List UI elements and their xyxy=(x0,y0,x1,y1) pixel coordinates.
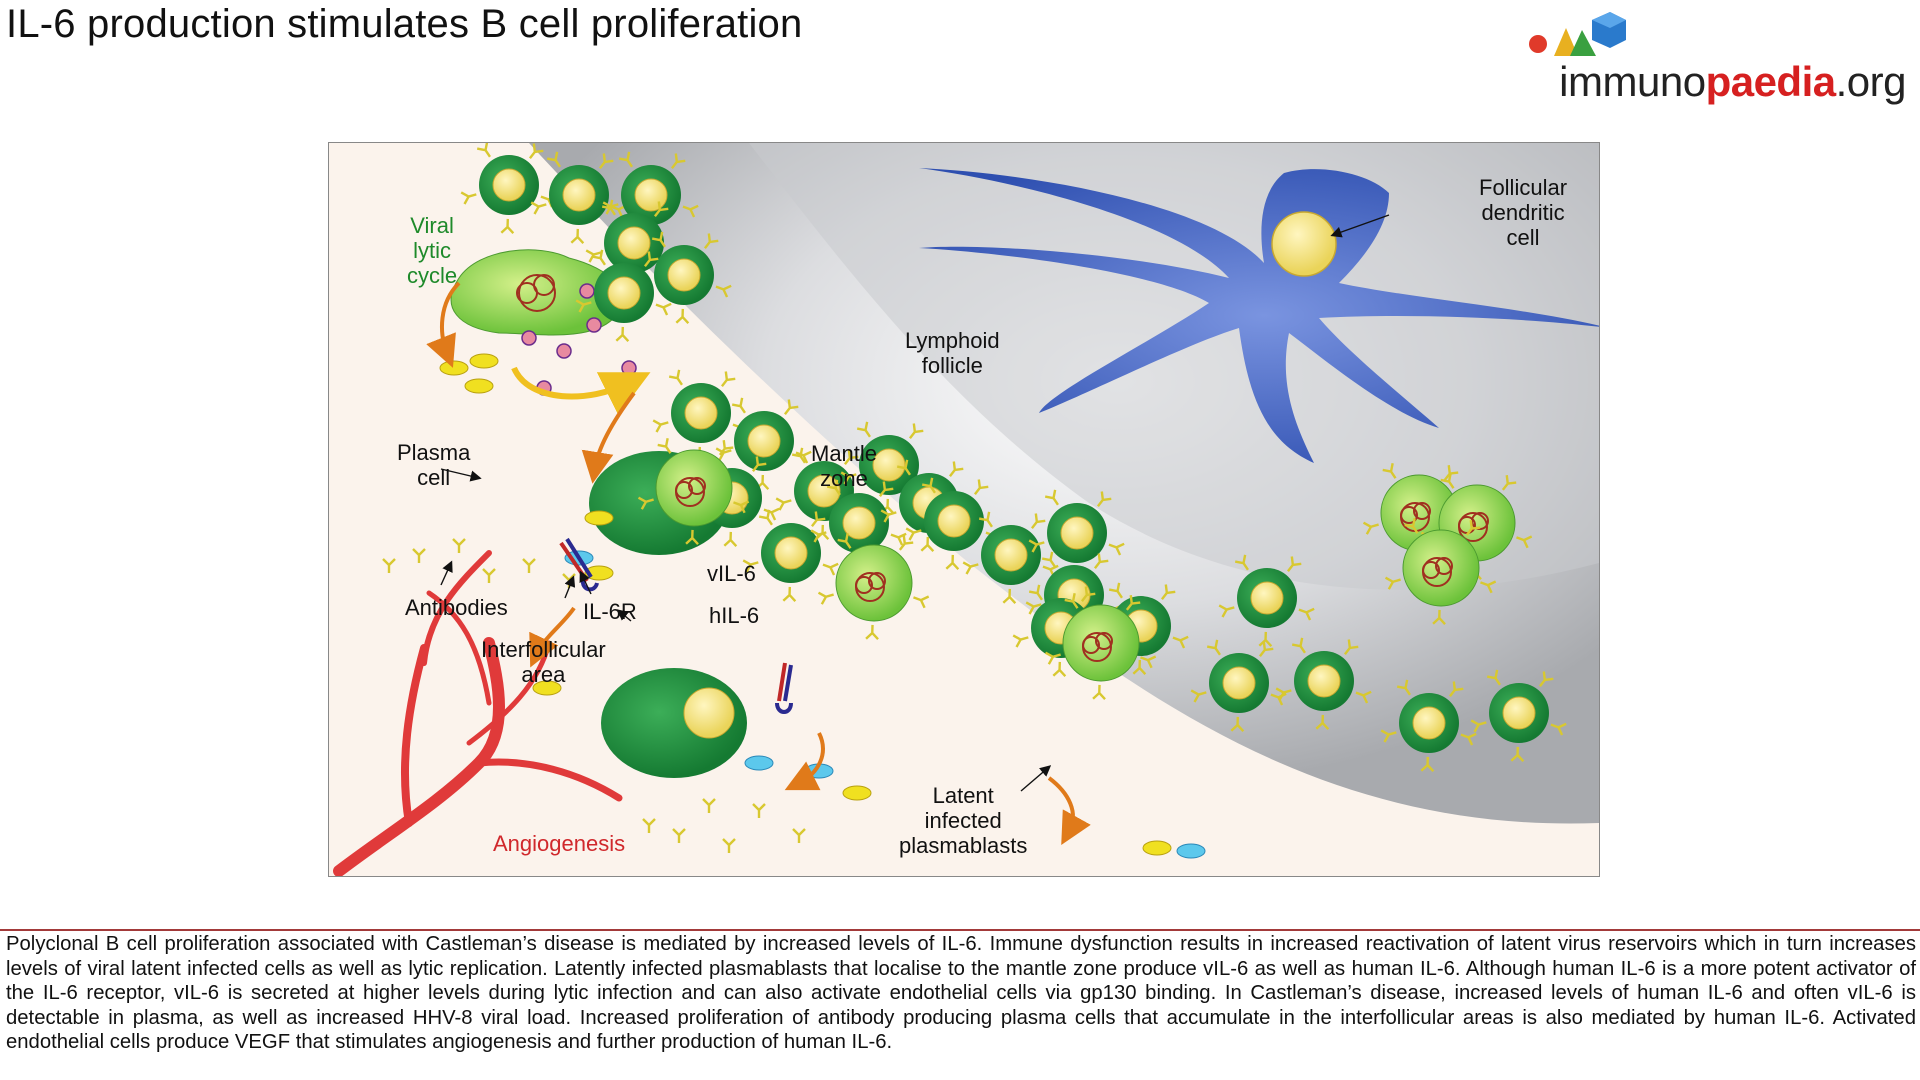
label-angiogenesis: Angiogenesis xyxy=(493,831,626,856)
follicular-dendritic-cell xyxy=(919,168,1599,463)
slide-title: IL-6 production stimulates B cell prolif… xyxy=(6,2,803,46)
b-cell xyxy=(1028,488,1126,583)
label-hil6: hIL-6 xyxy=(709,603,760,628)
label-lymphoid-follicle: Lymphoid follicle xyxy=(905,328,1000,378)
castleman-diagram: Viral lytic cycle Follicular dendritic c… xyxy=(328,142,1600,877)
label-plasma-cell: Plasma cell xyxy=(397,440,470,490)
label-interfollicular-line2: area xyxy=(521,662,566,687)
label-latent-infected-plasmablasts: Latent infected plasmablasts xyxy=(899,783,1027,858)
infected-plasmablast xyxy=(1044,592,1157,701)
logo-text-part1: immuno xyxy=(1559,58,1706,105)
label-mantle-line2: zone xyxy=(820,466,868,491)
infected-plasmablast xyxy=(1384,517,1497,626)
label-pointer-lines xyxy=(440,214,1390,792)
infected-plasmablast xyxy=(637,437,750,546)
label-mantle-zone: Mantle zone xyxy=(811,441,877,491)
label-il6r: IL-6R xyxy=(583,599,637,624)
b-cell xyxy=(905,476,1003,571)
b-cell xyxy=(1275,636,1373,731)
label-viral-lytic-cycle: Viral lytic cycle xyxy=(407,213,457,288)
b-cell xyxy=(715,396,813,491)
b-cell xyxy=(810,478,908,573)
infected-plasmablast xyxy=(817,532,930,641)
label-viral-line3: cycle xyxy=(407,263,458,288)
label-viral-line2: lytic xyxy=(413,238,451,263)
label-antibodies: Antibodies xyxy=(405,595,508,620)
figure-caption: Polyclonal B cell proliferation associat… xyxy=(6,933,1916,1054)
label-follicular-dendritic-cell: Follicular dendritic cell xyxy=(1479,175,1567,250)
latent-infected-plasmablasts xyxy=(637,437,1533,701)
label-interfollicular-area: Interfollicular area xyxy=(481,637,606,687)
caption-divider xyxy=(0,929,1920,931)
b-cell xyxy=(1470,668,1568,763)
label-fdc-line1: Follicular xyxy=(1479,175,1568,200)
b-cell xyxy=(1218,553,1316,648)
diagram-artwork xyxy=(333,143,1599,876)
b-cell xyxy=(742,508,840,603)
b-cell xyxy=(652,368,750,463)
logo-cubes-icon xyxy=(1529,12,1626,56)
label-fdc-line2: dendritic xyxy=(1481,200,1565,225)
process-arrows xyxy=(426,281,1091,845)
label-plasma-line1: Plasma xyxy=(397,440,471,465)
label-plasma-line2: cell xyxy=(417,465,451,490)
b-cell xyxy=(962,510,1060,605)
b-cell xyxy=(460,143,558,235)
label-fdc-line3: cell xyxy=(1506,225,1540,250)
logo-text-part2: paedia xyxy=(1705,58,1837,105)
logo-text-part3: .org xyxy=(1835,58,1907,105)
b-cell xyxy=(530,150,628,245)
label-latent-line3: plasmablasts xyxy=(899,833,1028,858)
blood-vessel-icon xyxy=(333,550,623,876)
label-interfollicular-line1: Interfollicular xyxy=(481,637,606,662)
b-cell xyxy=(635,230,733,325)
logo-text: immunopaedia.org xyxy=(1559,58,1906,106)
label-latent-line1: Latent xyxy=(932,783,994,808)
b-cell xyxy=(1190,638,1288,733)
b-cell xyxy=(1380,678,1478,773)
label-mantle-line1: Mantle xyxy=(811,441,878,466)
label-vil6: vIL-6 xyxy=(707,561,756,586)
immunopaedia-logo: immunopaedia.org xyxy=(1486,6,1907,106)
label-viral-line1: Viral xyxy=(410,213,454,238)
label-follicle-line1: Lymphoid xyxy=(905,328,1000,353)
label-follicle-line2: follicle xyxy=(921,353,983,378)
lytic-infected-cell xyxy=(450,249,624,336)
label-latent-line2: infected xyxy=(924,808,1002,833)
b-cell xyxy=(840,420,938,515)
b-cell xyxy=(575,248,673,343)
